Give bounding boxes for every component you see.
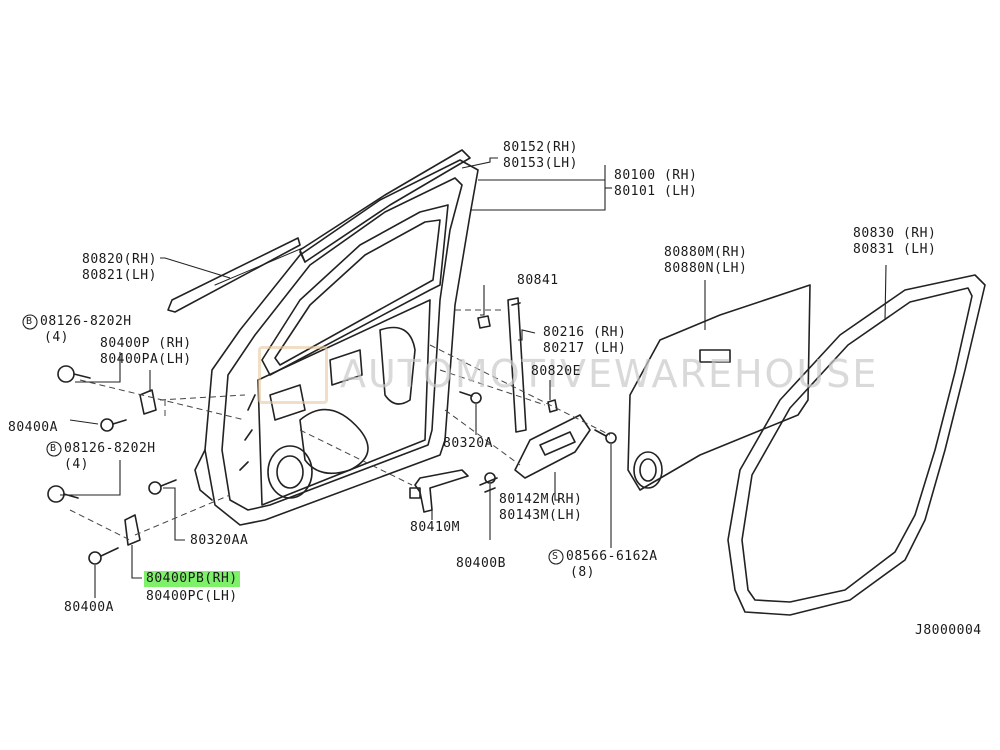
diagram-id: J8000004	[915, 623, 982, 638]
label-80400p: 80400P (RH)	[100, 336, 192, 351]
door-molding	[167, 237, 301, 313]
screw-symbol	[548, 549, 564, 565]
door-check-link	[414, 469, 469, 513]
bolt-symbol-letter-2: B	[50, 443, 57, 454]
label-80830: 80830 (RH)	[853, 226, 937, 241]
label-bolt-1-qty: (4)	[44, 330, 69, 345]
label-80100: 80100 (RH)	[614, 168, 698, 183]
door-inner-panel	[257, 299, 431, 506]
label-80153: 80153(LH)	[503, 156, 578, 171]
label-80831: 80831 (LH)	[853, 242, 937, 257]
door-trim-board	[627, 284, 811, 491]
label-80880n: 80880N(LH)	[664, 261, 748, 276]
door-frame-outline	[204, 159, 479, 526]
door-frame-inner	[221, 177, 463, 511]
hinge-lower	[124, 514, 141, 546]
label-80880m: 80880M(RH)	[664, 245, 748, 260]
watermark-text: AUTOMOTIVEWAREHOUSE	[340, 352, 879, 396]
label-80101: 80101 (LH)	[614, 184, 698, 199]
trim-speaker	[633, 451, 663, 489]
inside-handle	[514, 414, 591, 479]
screw-symbol-letter: S	[552, 551, 559, 562]
label-80400pa: 80400PA(LH)	[100, 352, 192, 367]
bolt-upper	[57, 365, 75, 383]
label-bolt-2: 08126-8202H	[64, 441, 156, 456]
label-80820e: 80820E	[531, 364, 581, 379]
door-sash	[507, 297, 527, 433]
label-80821: 80821(LH)	[82, 268, 157, 283]
label-80400pb-highlighted[interactable]: 80400PB(RH)	[144, 571, 240, 587]
label-80400a-lower: 80400A	[64, 600, 114, 615]
label-80410m: 80410M	[410, 520, 460, 535]
weatherstrip	[727, 274, 986, 616]
watermark-logo	[258, 346, 328, 404]
label-80320a: 80320A	[443, 436, 493, 451]
hinge-upper	[139, 389, 157, 415]
label-80400a-upper: 80400A	[8, 420, 58, 435]
label-bolt-2-qty: (4)	[64, 457, 89, 472]
label-bolt-1: 08126-8202H	[40, 314, 132, 329]
bolt-symbol-2	[46, 441, 62, 457]
label-80320aa: 80320AA	[190, 533, 249, 548]
label-screw: 08566-6162A	[566, 549, 658, 564]
label-80841: 80841	[517, 273, 559, 288]
label-80152: 80152(RH)	[503, 140, 578, 155]
label-80400pc: 80400PC(LH)	[146, 589, 238, 604]
speaker-hole	[267, 445, 313, 499]
label-80820: 80820(RH)	[82, 252, 157, 267]
label-80400b: 80400B	[456, 556, 506, 571]
label-80217: 80217 (LH)	[543, 341, 627, 356]
label-80216: 80216 (RH)	[543, 325, 627, 340]
label-screw-qty: (8)	[570, 565, 595, 580]
label-80143m: 80143M(LH)	[499, 508, 583, 523]
bolt-symbol-letter-1: B	[26, 316, 33, 327]
label-80142m: 80142M(RH)	[499, 492, 583, 507]
bolt-symbol-1	[22, 314, 38, 330]
